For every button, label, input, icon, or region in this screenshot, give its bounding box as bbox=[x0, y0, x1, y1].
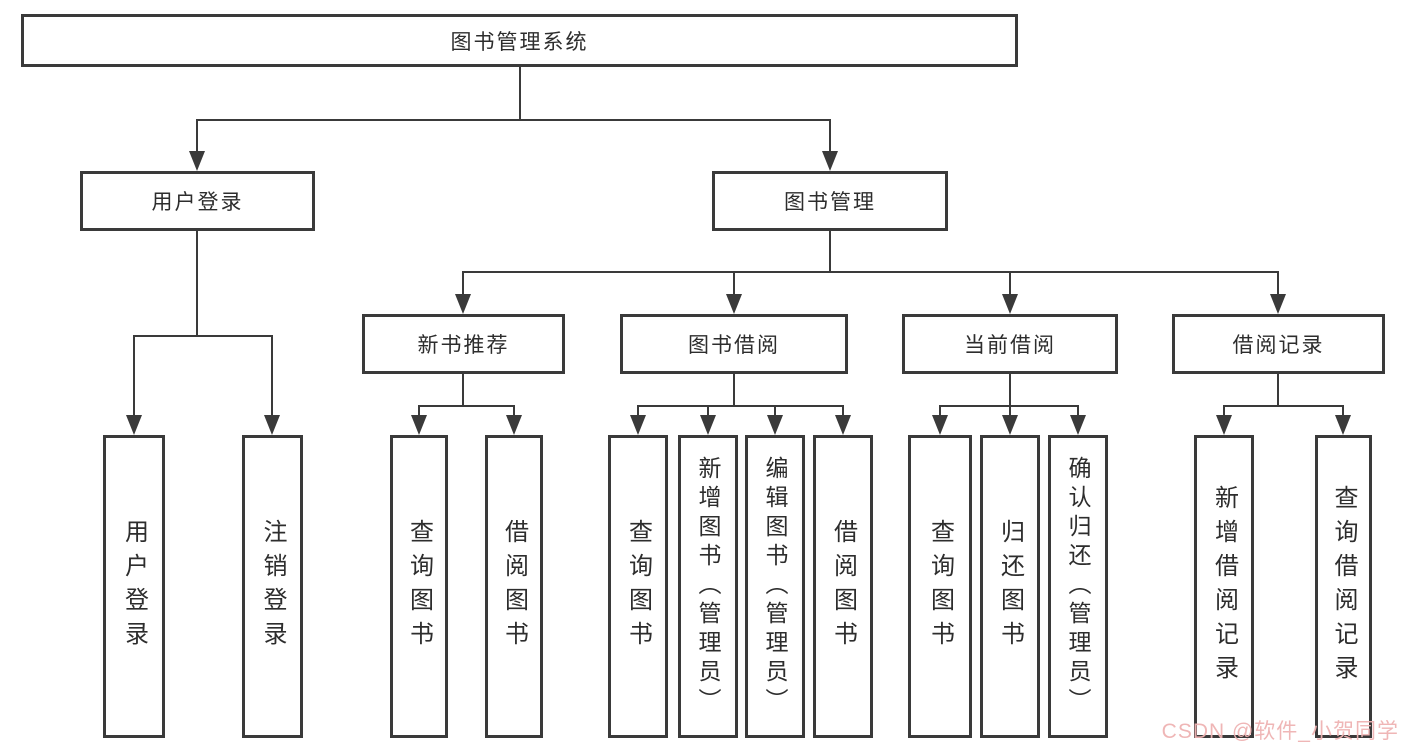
connector-line bbox=[1077, 405, 1079, 417]
connector-line bbox=[1223, 405, 1225, 417]
connector-line bbox=[418, 405, 420, 417]
connector-line bbox=[1223, 405, 1344, 407]
leaf-edit-book-admin: 编辑图书（管理员） bbox=[745, 435, 805, 738]
connector-line bbox=[1009, 271, 1011, 296]
connector-line bbox=[733, 373, 735, 407]
node-label: 编辑图书（管理员） bbox=[762, 456, 788, 717]
connector-line bbox=[637, 405, 639, 417]
connector-line bbox=[519, 67, 521, 121]
arrow-down-icon bbox=[700, 415, 716, 435]
arrow-down-icon bbox=[264, 415, 280, 435]
node-label: 新增借阅记录 bbox=[1210, 484, 1238, 689]
connector-line bbox=[271, 335, 273, 417]
connector-line bbox=[462, 373, 464, 407]
arrow-down-icon bbox=[835, 415, 851, 435]
node-label: 确认归还（管理员） bbox=[1065, 456, 1091, 717]
connector-line bbox=[196, 119, 198, 153]
arrow-down-icon bbox=[630, 415, 646, 435]
arrow-down-icon bbox=[1070, 415, 1086, 435]
connector-line bbox=[133, 335, 135, 417]
connector-line bbox=[707, 405, 709, 417]
node-label: 查询图书 bbox=[624, 518, 652, 655]
arrow-down-icon bbox=[767, 415, 783, 435]
node-root-library-system: 图书管理系统 bbox=[21, 14, 1018, 67]
node-label: 查询图书 bbox=[926, 518, 954, 655]
node-new-book-recommend: 新书推荐 bbox=[362, 314, 565, 374]
arrow-down-icon bbox=[506, 415, 522, 435]
node-label: 借阅图书 bbox=[829, 518, 857, 655]
node-label: 新书推荐 bbox=[417, 334, 510, 357]
leaf-borrow-book-1: 借阅图书 bbox=[485, 435, 543, 738]
node-label: 归还图书 bbox=[996, 518, 1024, 655]
connector-line bbox=[1009, 373, 1011, 407]
node-label: 图书管理 bbox=[784, 191, 876, 214]
connector-line bbox=[463, 271, 1279, 273]
leaf-query-book-2: 查询图书 bbox=[608, 435, 668, 738]
node-book-management: 图书管理 bbox=[712, 171, 948, 231]
leaf-query-book-1: 查询图书 bbox=[390, 435, 448, 738]
arrow-down-icon bbox=[726, 294, 742, 314]
leaf-logout: 注销登录 bbox=[242, 435, 303, 738]
arrow-down-icon bbox=[126, 415, 142, 435]
arrow-down-icon bbox=[411, 415, 427, 435]
node-label: 查询借阅记录 bbox=[1330, 484, 1357, 689]
leaf-add-book-admin: 新增图书（管理员） bbox=[678, 435, 738, 738]
connector-line bbox=[774, 405, 776, 417]
leaf-confirm-return-admin: 确认归还（管理员） bbox=[1048, 435, 1108, 738]
leaf-query-borrow-record: 查询借阅记录 bbox=[1315, 435, 1372, 738]
arrow-down-icon bbox=[1335, 415, 1351, 435]
node-label: 用户登录 bbox=[120, 518, 148, 655]
arrow-down-icon bbox=[1002, 415, 1018, 435]
connector-line bbox=[829, 231, 831, 273]
node-label: 新增图书（管理员） bbox=[695, 456, 721, 717]
node-label: 用户登录 bbox=[151, 191, 244, 214]
leaf-add-borrow-record: 新增借阅记录 bbox=[1194, 435, 1254, 738]
arrow-down-icon bbox=[1270, 294, 1286, 314]
connector-line bbox=[1342, 405, 1344, 417]
node-label: 图书管理系统 bbox=[450, 30, 589, 54]
connector-line bbox=[1277, 271, 1279, 296]
leaf-query-book-3: 查询图书 bbox=[908, 435, 972, 738]
node-label: 当前借阅 bbox=[964, 334, 1056, 357]
connector-line bbox=[829, 119, 831, 153]
connector-line bbox=[196, 231, 198, 337]
node-label: 注销登录 bbox=[259, 518, 286, 655]
node-book-borrow: 图书借阅 bbox=[620, 314, 848, 374]
arrow-down-icon bbox=[822, 151, 838, 171]
connector-line bbox=[1009, 405, 1011, 417]
connector-line bbox=[637, 405, 844, 407]
connector-line bbox=[939, 405, 941, 417]
connector-line bbox=[733, 271, 735, 296]
connector-line bbox=[133, 335, 273, 337]
node-label: 借阅图书 bbox=[500, 518, 528, 655]
node-label: 图书借阅 bbox=[688, 334, 780, 357]
arrow-down-icon bbox=[1216, 415, 1232, 435]
node-label: 查询图书 bbox=[405, 518, 433, 655]
connector-line bbox=[842, 405, 844, 417]
leaf-borrow-book-2: 借阅图书 bbox=[813, 435, 873, 738]
leaf-return-book: 归还图书 bbox=[980, 435, 1040, 738]
node-user-login: 用户登录 bbox=[80, 171, 315, 231]
node-label: 借阅记录 bbox=[1232, 334, 1325, 357]
arrow-down-icon bbox=[455, 294, 471, 314]
connector-line bbox=[1277, 373, 1279, 407]
connector-line bbox=[513, 405, 515, 417]
connector-line bbox=[462, 271, 464, 296]
arrow-down-icon bbox=[932, 415, 948, 435]
node-current-borrow: 当前借阅 bbox=[902, 314, 1118, 374]
arrow-down-icon bbox=[1002, 294, 1018, 314]
node-borrow-records: 借阅记录 bbox=[1172, 314, 1385, 374]
leaf-user-login: 用户登录 bbox=[103, 435, 165, 738]
arrow-down-icon bbox=[189, 151, 205, 171]
connector-line bbox=[196, 119, 831, 121]
connector-line bbox=[418, 405, 515, 407]
